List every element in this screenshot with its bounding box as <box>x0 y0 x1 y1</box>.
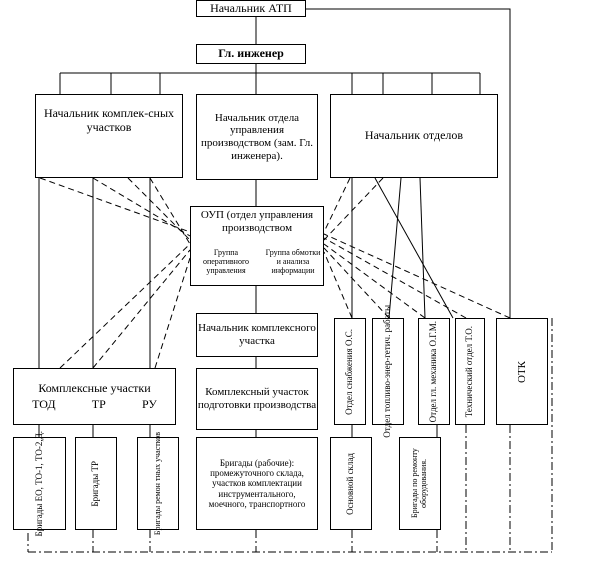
node-prep-section: Комплексный участок подготовки производс… <box>196 368 318 430</box>
tech-dept-label: Технический отдел Т.О. <box>464 325 475 418</box>
node-brig-repair: Бригады ремон тных участков <box>137 432 179 535</box>
brig-tr-label: Бригады ТР <box>90 460 101 507</box>
node-main-warehouse: Основной склад <box>330 437 372 530</box>
node-complex-section-head: Начальник комплексного участка <box>196 313 318 357</box>
node-complex-sections: Комплексные участки ТОД ТР РУ <box>13 368 176 425</box>
node-otk: ОТК <box>496 318 548 425</box>
complex-sections-title: Комплексные участки <box>38 380 151 395</box>
node-fuel-dept: Отдел топливо-энер-гетич. работы <box>372 305 404 438</box>
complex-section-ru: РУ <box>142 396 157 411</box>
node-mechanic-dept: Отдел гл. механика О.Г.М. <box>418 318 450 425</box>
node-brig-eo: Бригады ЕО, ТО-1, ТО-2,Д. <box>13 431 66 536</box>
node-brig-tr: Бригады ТР <box>75 437 117 530</box>
node-oup: ОУП (отдел управления производством <box>190 206 324 286</box>
fuel-dept-label: Отдел топливо-энер-гетич. работы <box>382 305 393 438</box>
node-production-mgmt-head: Начальник отдела управления производство… <box>196 94 318 180</box>
node-oup-group2: Группа обмотки и анализа информации <box>265 248 321 276</box>
brig-eo-label: Бригады ЕО, ТО-1, ТО-2,Д. <box>33 430 44 537</box>
node-head: Начальник АТП <box>196 0 306 17</box>
supply-dept-label: Отдел снабжения О.С. <box>344 328 355 415</box>
node-oup-group1: Группа оперативного управления <box>202 248 250 276</box>
complex-section-tr: ТР <box>91 396 106 411</box>
node-supply-dept: Отдел снабжения О.С. <box>334 318 366 425</box>
brig-equipment-label: Бригады по ремонту оборудования. <box>410 448 428 519</box>
otk-label: ОТК <box>515 360 528 383</box>
brig-repair-label: Бригады ремон тных участков <box>152 431 162 536</box>
node-departments-head: Начальник отделов <box>330 94 498 178</box>
mechanic-dept-label: Отдел гл. механика О.Г.М. <box>428 320 439 423</box>
node-workers: Бригады (рабочие): промежуточного склада… <box>196 437 318 530</box>
node-brig-equipment: Бригады по ремонту оборудования. <box>399 437 441 530</box>
node-chief-engineer: Гл. инженер <box>196 44 306 64</box>
node-tech-dept: Технический отдел Т.О. <box>455 318 485 425</box>
main-warehouse-label: Основной склад <box>345 452 356 515</box>
node-complex-sections-head: Начальник комплек-сных участков <box>35 94 183 178</box>
complex-section-tod: ТОД <box>32 396 56 411</box>
